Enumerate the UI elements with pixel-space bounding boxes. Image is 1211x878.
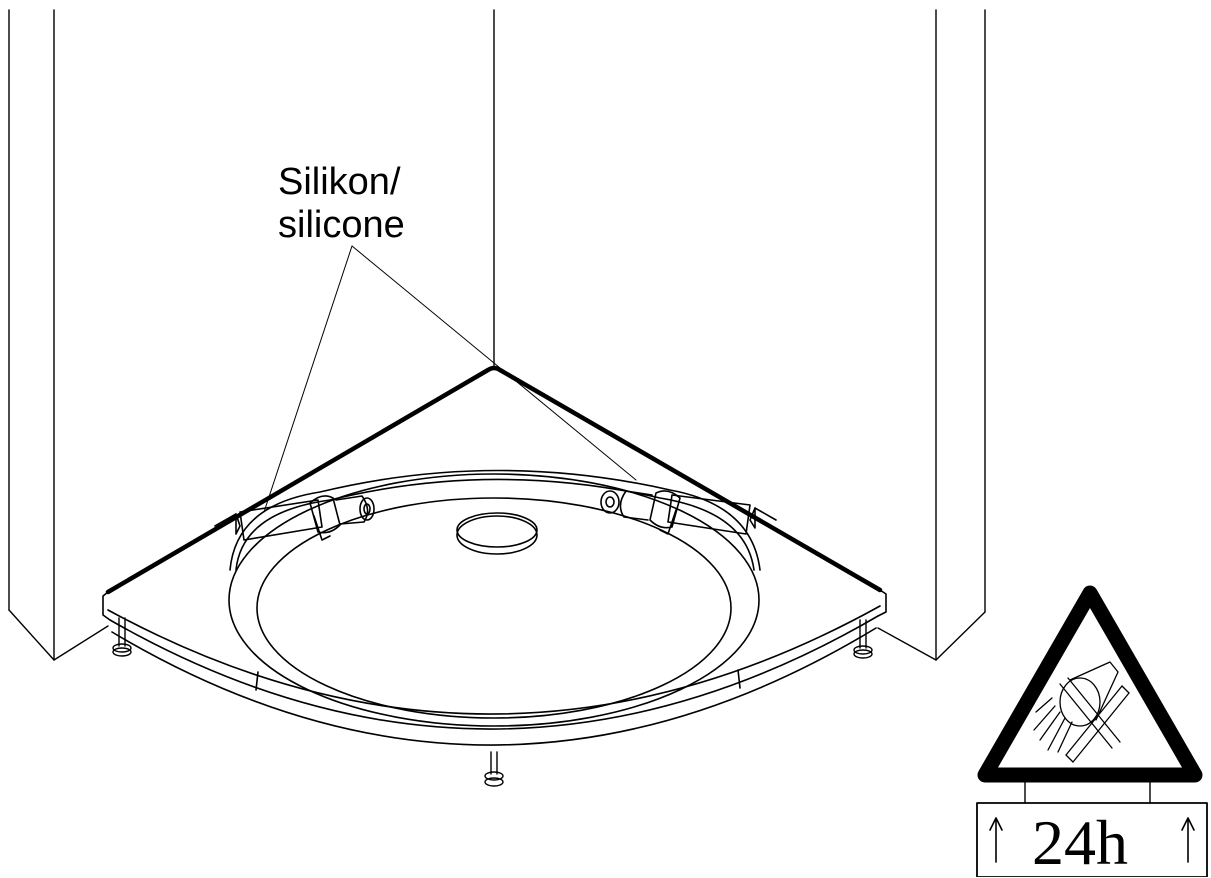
- silicone-label-translation: silicone: [278, 204, 405, 246]
- curing-duration-label: 24h: [1032, 807, 1128, 878]
- shower-tray: [102, 469, 887, 746]
- wall-left: [8, 9, 109, 661]
- shower-head-crossed-icon: [1033, 661, 1130, 763]
- arrow-up-icon: [1181, 817, 1195, 863]
- no-shower-warning-sign: [976, 585, 1208, 877]
- wall-right: [877, 9, 986, 661]
- callout-leader-lines: [263, 245, 637, 513]
- silicone-cartridge-right: [600, 490, 777, 535]
- silicone-bead-edge: [105, 365, 883, 595]
- drain-cover: [456, 515, 538, 555]
- tray-feet: [112, 617, 873, 787]
- arrow-up-icon: [989, 817, 1003, 863]
- warning-triangle-icon: [977, 585, 1203, 783]
- duration-box: [976, 802, 1208, 877]
- silicone-cartridge-left: [214, 495, 375, 541]
- silicone-label: Silikon/: [278, 161, 401, 203]
